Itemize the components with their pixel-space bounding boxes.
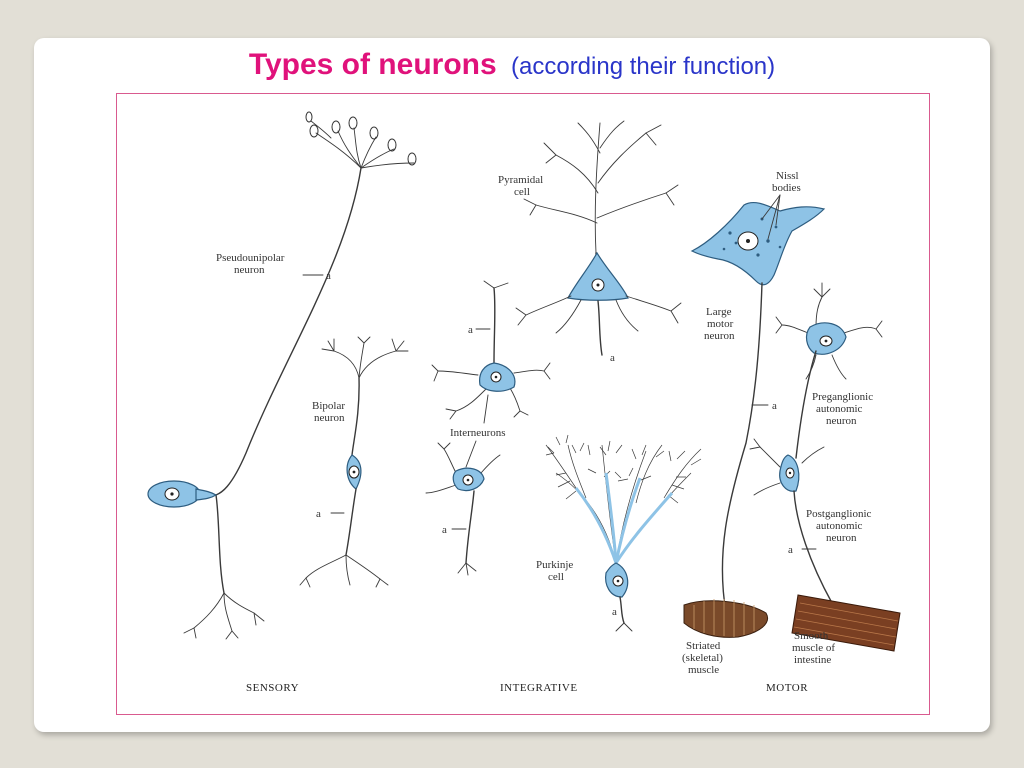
interneuron-axon-label: a bbox=[468, 324, 473, 336]
postganglionic-neuron: a Postganglionic autonomic neuron bbox=[749, 438, 872, 618]
pseudounipolar-neuron: Pseudounipolar neuron a bbox=[147, 111, 417, 640]
slide-title: Types of neurons (according their functi… bbox=[0, 48, 1024, 82]
receptor-capsules bbox=[305, 111, 417, 166]
pseudounipolar-central-process bbox=[215, 494, 225, 594]
nissl-bodies bbox=[722, 217, 782, 257]
large-motor-label-line3: neuron bbox=[704, 330, 735, 342]
smooth-label-line3: intestine bbox=[794, 654, 831, 666]
pyramidal-label-line1: Pyramidal bbox=[498, 174, 543, 186]
large-motor-axon-label: a bbox=[772, 400, 777, 412]
purkinje-label-line1: Purkinje bbox=[536, 559, 573, 571]
pseudounipolar-label-line2: neuron bbox=[234, 264, 265, 276]
purkinje-main-dendrites bbox=[574, 472, 674, 564]
bipolar-dendrites bbox=[321, 336, 409, 379]
pseudounipolar-receptor-endings bbox=[310, 120, 415, 169]
preganglionic-label-line3: neuron bbox=[826, 415, 857, 427]
purkinje-axon-label: a bbox=[612, 606, 617, 618]
nissl-label-line2: bodies bbox=[772, 182, 801, 194]
bipolar-axon-label: a bbox=[316, 508, 321, 520]
large-motor-neuron: Nissl bodies Large motor neuron a bbox=[690, 170, 826, 632]
interneuron-upper: a bbox=[431, 280, 551, 420]
smooth-muscle: Smooth muscle of intestine bbox=[791, 594, 901, 666]
striated-label-line1: Striated bbox=[686, 640, 721, 652]
caption-motor: MOTOR bbox=[766, 682, 808, 694]
pyramidal-label-line2: cell bbox=[514, 186, 530, 198]
interneurons-label: Interneurons bbox=[450, 427, 506, 439]
bipolar-label-line1: Bipolar bbox=[312, 400, 345, 412]
preganglionic-neuron: Preganglionic autonomic neuron bbox=[775, 282, 883, 459]
preganglionic-label-line2: autonomic bbox=[816, 403, 863, 415]
large-motor-label-line2: motor bbox=[707, 318, 734, 330]
title-subtitle: (according their function) bbox=[511, 53, 776, 80]
purkinje-dendritic-tree bbox=[545, 434, 702, 564]
bipolar-neuron: a Bipolar neuron bbox=[299, 336, 409, 588]
postganglionic-axon-label: a bbox=[788, 544, 793, 556]
bipolar-label-line2: neuron bbox=[314, 412, 345, 424]
pyramidal-soma bbox=[567, 251, 629, 301]
preganglionic-label-line1: Preganglionic bbox=[812, 391, 873, 403]
caption-sensory: SENSORY bbox=[246, 682, 299, 694]
pyramidal-basal-dendrites bbox=[515, 295, 682, 334]
pyramidal-axon-label: a bbox=[610, 352, 615, 364]
pseudounipolar-axon bbox=[215, 167, 362, 496]
purkinje-cell: a Purkinje cell bbox=[536, 434, 702, 632]
interneuron-lower: a Interneurons bbox=[425, 394, 506, 576]
postganglionic-label-line2: autonomic bbox=[816, 520, 863, 532]
pyramidal-cell: a Pyramidal cell bbox=[498, 120, 682, 364]
pseudounipolar-terminal-branches bbox=[183, 592, 265, 640]
pyramidal-apical-dendrites bbox=[523, 120, 679, 254]
bipolar-terminals bbox=[299, 554, 389, 588]
postganglionic-label-line3: neuron bbox=[826, 532, 857, 544]
pseudounipolar-axon-label: a bbox=[326, 270, 331, 282]
striated-label-line2: (skeletal) bbox=[682, 652, 723, 664]
postganglionic-label-line1: Postganglionic bbox=[806, 508, 872, 520]
striated-label-line3: muscle bbox=[688, 664, 719, 676]
bipolar-axon bbox=[345, 488, 357, 556]
smooth-label-line2: muscle of bbox=[792, 642, 835, 654]
interneuron-lower-axon-label: a bbox=[442, 524, 447, 536]
pseudounipolar-label-line1: Pseudounipolar bbox=[216, 252, 285, 264]
neuron-types-figure: Pseudounipolar neuron a a Bipolar neuron bbox=[147, 111, 901, 694]
caption-integrative: INTEGRATIVE bbox=[500, 682, 578, 694]
nissl-label-line1: Nissl bbox=[776, 170, 799, 182]
title-main: Types of neurons bbox=[248, 48, 497, 81]
pyramidal-axon bbox=[597, 300, 603, 356]
striated-muscle: Striated (skeletal) muscle bbox=[682, 599, 768, 676]
large-motor-label-line1: Large bbox=[706, 306, 732, 318]
purkinje-label-line2: cell bbox=[548, 571, 564, 583]
smooth-label-line1: Smooth bbox=[794, 630, 829, 642]
